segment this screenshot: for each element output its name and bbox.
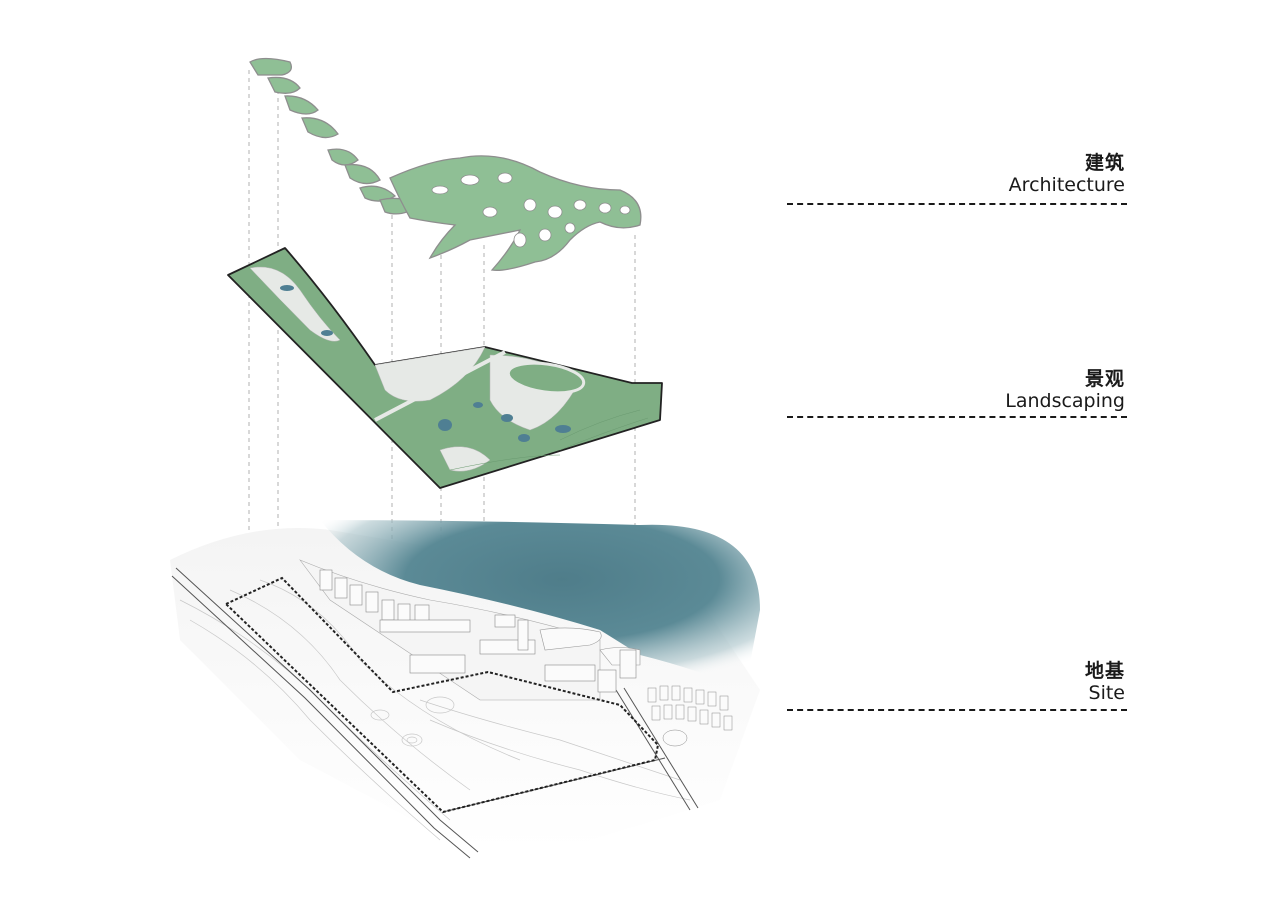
architecture-layer (249, 57, 642, 271)
ponds (280, 285, 571, 442)
running-track (506, 361, 586, 395)
label-architecture: 建筑 Architecture (1009, 152, 1125, 196)
label-architecture-en: Architecture (1008, 174, 1125, 196)
landscaping-leader-line (787, 416, 1127, 418)
label-landscaping: 景观 Landscaping (1005, 368, 1125, 412)
site-leader-line (787, 709, 1127, 711)
label-site-en: Site (1088, 682, 1125, 704)
site-layer (170, 520, 760, 859)
label-landscaping-cn: 景观 (1084, 368, 1125, 390)
residential-cluster (647, 685, 733, 747)
architecture-leader-line (787, 203, 1127, 205)
label-architecture-cn: 建筑 (1084, 152, 1125, 174)
water-body (320, 520, 760, 690)
site-buildings (319, 569, 637, 693)
label-landscaping-en: Landscaping (1005, 390, 1125, 412)
label-site: 地基 Site (1085, 660, 1125, 704)
landscaping-layer (227, 247, 663, 489)
label-site-cn: 地基 (1084, 660, 1125, 682)
